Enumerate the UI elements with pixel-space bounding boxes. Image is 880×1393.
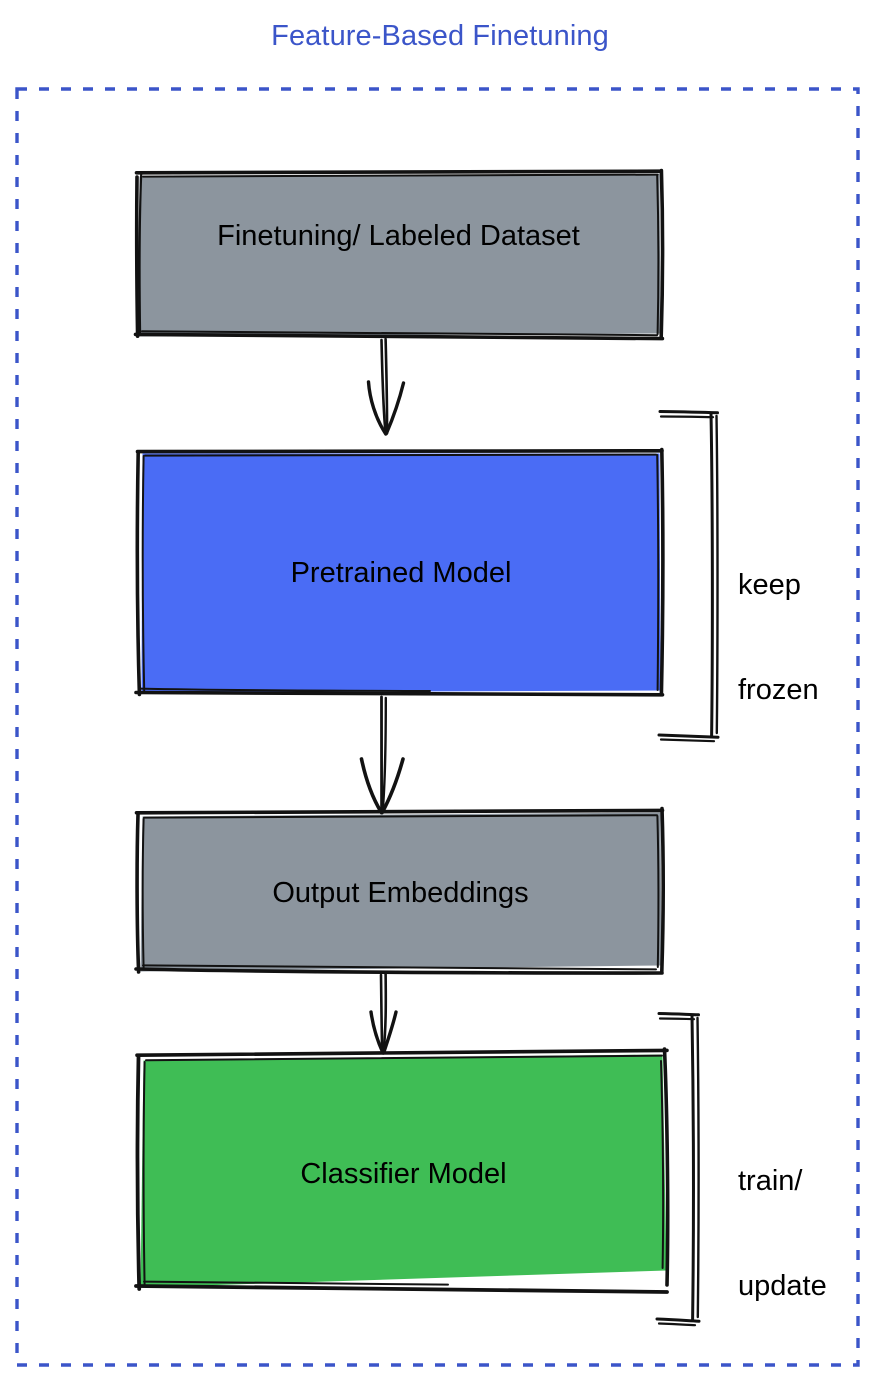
- node-classifier-model[interactable]: [134, 1047, 670, 1294]
- bracket-keep-frozen-top-a: [658, 410, 719, 415]
- edge-embeddings-to-classifier-shaft-a: [379, 973, 384, 1053]
- bracket-train-update-bottom-b: [657, 1322, 697, 1327]
- edge-dataset-to-pretrained-shaft-a: [380, 338, 387, 434]
- node-dataset-label: Finetuning/ Labeled Dataset: [217, 220, 580, 252]
- node-output-embeddings-outline-c: [134, 808, 665, 815]
- node-classifier-model-outline-h: [143, 1280, 449, 1286]
- edge-embeddings-to-classifier-head-right: [381, 1010, 398, 1055]
- node-pretrained-model-outline-h: [139, 687, 431, 692]
- node-dataset-outline-d: [142, 173, 659, 178]
- node-dataset[interactable]: [133, 168, 665, 341]
- edge-dataset-to-pretrained-head-right: [384, 381, 406, 436]
- node-classifier-model-outline-d: [145, 1054, 663, 1062]
- annotation-train-update-line1: train/: [738, 1165, 803, 1197]
- node-pretrained-model-label: Pretrained Model: [290, 557, 512, 589]
- bracket-train-update: [655, 1012, 701, 1327]
- dashed-container: [15, 87, 860, 1367]
- bracket-keep-frozen-top-b: [659, 415, 715, 419]
- node-dataset-outline-g: [133, 332, 665, 341]
- node-classifier-model-outline-e: [662, 1047, 670, 1287]
- node-pretrained-model-fill: [141, 453, 661, 693]
- node-pretrained-model-outline-e: [659, 447, 665, 696]
- node-pretrained-model-outline-a: [135, 450, 142, 697]
- node-dataset-outline-c: [134, 169, 663, 175]
- edge-dataset-to-pretrained-head-left: [366, 380, 388, 436]
- node-pretrained-model-outline-c: [135, 448, 664, 454]
- node-classifier-model-outline-b: [142, 1061, 146, 1286]
- bracket-keep-frozen-bottom-a: [657, 733, 720, 739]
- node-dataset-outline-e: [659, 168, 665, 339]
- node-dataset-outline-h: [141, 330, 658, 337]
- node-dataset-outline-f: [656, 174, 660, 336]
- node-pretrained-model-outline-f: [656, 454, 660, 691]
- node-output-embeddings-outline-a: [135, 812, 141, 974]
- bracket-train-update-top-a: [657, 1012, 700, 1017]
- bracket-keep-frozen-spine-a: [709, 411, 714, 739]
- bracket-train-update-spine-b: [696, 1016, 700, 1319]
- node-output-embeddings-fill: [140, 812, 662, 972]
- node-pretrained-model[interactable]: [134, 447, 665, 697]
- bracket-keep-frozen-bottom-b: [659, 738, 716, 743]
- bracket-train-update-bottom-a: [655, 1317, 701, 1323]
- node-dataset-outline-a: [134, 175, 140, 338]
- edge-embeddings-to-classifier: [369, 972, 398, 1055]
- annotation-keep-frozen: keep frozen: [738, 498, 819, 778]
- node-classifier-model-outline-f: [660, 1060, 665, 1269]
- node-pretrained-model-outline-g: [134, 690, 665, 697]
- annotation-keep-frozen-line2: frozen: [738, 674, 819, 706]
- node-output-embeddings-outline-d: [143, 814, 658, 819]
- node-output-embeddings-outline-b: [141, 818, 145, 969]
- edge-embeddings-to-classifier-shaft-b: [382, 972, 388, 1054]
- bracket-train-update-spine-a: [690, 1013, 695, 1322]
- node-output-embeddings-outline-g: [134, 967, 664, 975]
- node-dataset-outline-b: [138, 172, 143, 336]
- page-title: Feature-Based Finetuning: [271, 20, 609, 52]
- node-output-embeddings-outline-f: [656, 815, 660, 968]
- edge-pretrained-to-embeddings-head-right: [380, 757, 405, 815]
- node-output-embeddings[interactable]: [134, 806, 665, 975]
- annotation-train-update: train/ update: [738, 1094, 827, 1374]
- node-pretrained-model-outline-b: [141, 455, 146, 692]
- bracket-keep-frozen-spine-b: [715, 414, 719, 735]
- node-pretrained-model-outline-d: [144, 453, 657, 457]
- annotation-train-update-line2: update: [738, 1270, 827, 1302]
- node-classifier-model-label: Classifier Model: [300, 1158, 507, 1190]
- edge-dataset-to-pretrained-shaft-b: [384, 337, 389, 435]
- edge-pretrained-to-embeddings-head-left: [359, 757, 384, 815]
- node-classifier-model-outline-g: [134, 1284, 669, 1294]
- edge-embeddings-to-classifier-head-left: [369, 1010, 385, 1055]
- edge-pretrained-to-embeddings: [359, 695, 405, 815]
- node-output-embeddings-label: Output Embeddings: [272, 877, 529, 909]
- node-output-embeddings-outline-e: [660, 806, 665, 974]
- node-dataset-fill: [138, 173, 661, 337]
- node-classifier-model-outline-a: [135, 1055, 142, 1291]
- edge-dataset-to-pretrained: [366, 337, 406, 436]
- bracket-keep-frozen: [657, 410, 720, 743]
- edge-pretrained-to-embeddings-shaft-b: [381, 696, 387, 814]
- annotation-keep-frozen-line1: keep: [738, 569, 801, 601]
- node-classifier-model-outline-c: [135, 1048, 669, 1057]
- bracket-train-update-top-b: [658, 1017, 696, 1021]
- node-classifier-model-fill: [140, 1054, 667, 1288]
